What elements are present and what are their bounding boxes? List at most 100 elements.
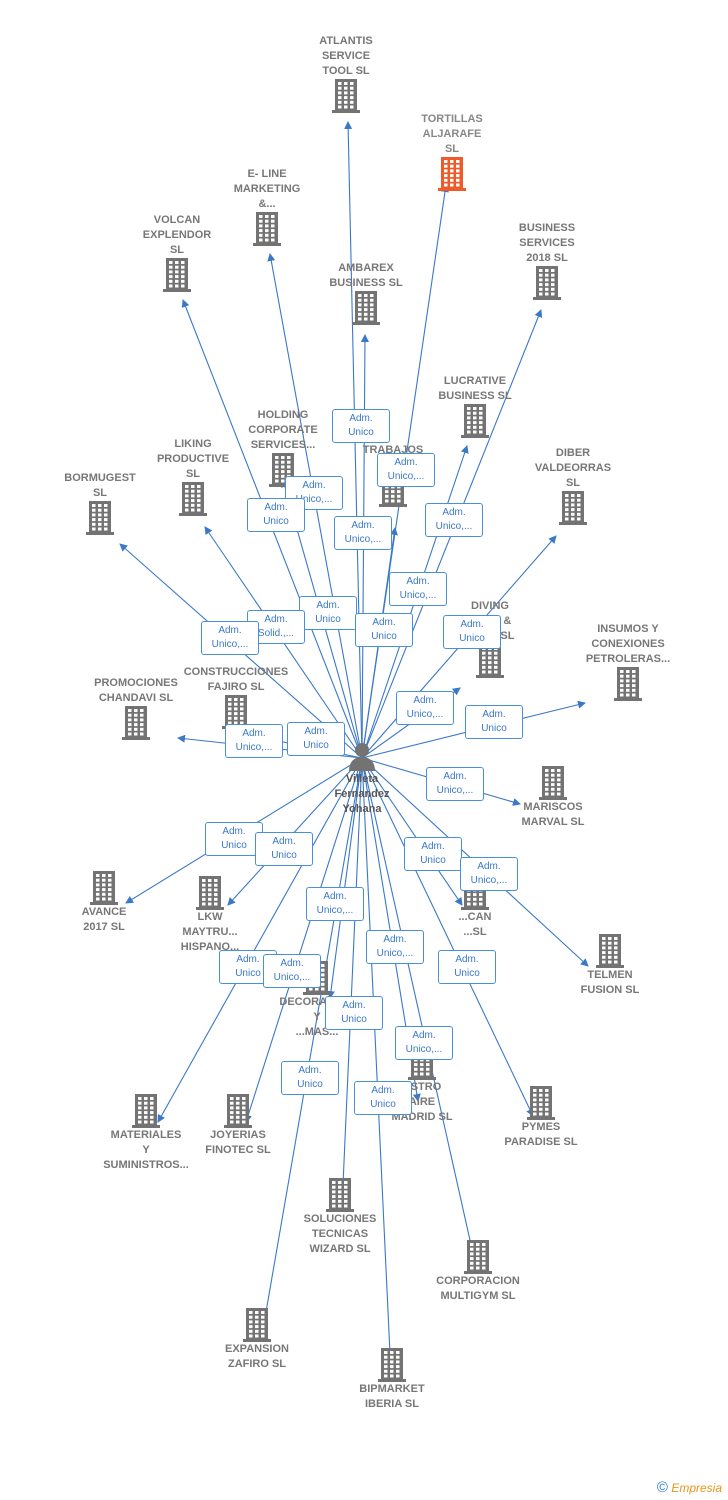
building-icon xyxy=(179,482,207,516)
edge-role-label-soluciones[interactable]: Adm. Unico xyxy=(325,996,383,1030)
edge-role-label-holding[interactable]: Adm. Unico xyxy=(299,596,357,630)
edge-role-label-pymes[interactable]: Adm. Unico xyxy=(438,950,496,984)
company-node-pymes[interactable]: PYMES PARADISE SL xyxy=(481,1086,601,1150)
building-icon xyxy=(378,1348,406,1382)
company-name: ASTRO AIRE MADRID SL xyxy=(391,1081,453,1123)
building-icon xyxy=(86,501,114,535)
company-node-telmen[interactable]: TELMEN FUSION SL xyxy=(550,934,670,998)
company-name: TELMEN FUSION SL xyxy=(580,969,640,996)
company-node-lkw[interactable]: LKW MAYTRU... HISPANO... xyxy=(150,876,270,955)
company-name: E- LINE MARKETING &... xyxy=(233,168,301,210)
edge-role-label-diving[interactable]: Adm. Unico,... xyxy=(396,691,454,725)
company-node-materiales[interactable]: MATERIALES Y SUMINISTROS... xyxy=(86,1094,206,1173)
company-node-business2018[interactable]: BUSINESS SERVICES 2018 SL xyxy=(487,221,607,300)
company-name: CONSTRUCCIONES FAJIRO SL xyxy=(183,666,289,693)
company-node-holding[interactable]: HOLDING CORPORATE SERVICES... xyxy=(223,408,343,487)
building-icon xyxy=(464,1240,492,1274)
center-person-name: Villeta Fernandez Yohana xyxy=(334,773,390,815)
building-icon xyxy=(132,1094,160,1128)
edge-role-label-bipmarket[interactable]: Adm. Unico xyxy=(354,1081,412,1115)
edge-corporacion xyxy=(361,757,479,1268)
company-node-expansion[interactable]: EXPANSION ZAFIRO SL xyxy=(197,1308,317,1372)
company-name: LIKING PRODUCTIVE SL xyxy=(156,438,230,480)
building-icon xyxy=(559,491,587,525)
building-icon xyxy=(476,644,504,678)
building-icon xyxy=(438,157,466,191)
company-node-soluciones[interactable]: SOLUCIONES TECNICAS WIZARD SL xyxy=(280,1178,400,1257)
copyright: © Empresia xyxy=(657,1479,722,1496)
edge-materiales xyxy=(157,757,363,1123)
company-node-bormugest[interactable]: BORMUGEST SL xyxy=(40,471,160,535)
company-node-eline[interactable]: E- LINE MARKETING &... xyxy=(207,167,327,246)
edge-role-label-bormugest[interactable]: Adm. Unico,... xyxy=(201,621,259,655)
edge-can xyxy=(361,757,463,906)
company-node-bipmarket[interactable]: BIPMARKET IBERIA SL xyxy=(332,1348,452,1412)
edge-role-label-mariscos[interactable]: Adm. Unico,... xyxy=(426,767,484,801)
company-name: DIBER VALDEORRAS SL xyxy=(534,447,612,489)
building-icon xyxy=(122,706,150,740)
edge-soluciones xyxy=(338,757,363,1208)
company-name: HOLDING CORPORATE SERVICES... xyxy=(248,409,318,451)
person-icon xyxy=(349,743,375,771)
company-name: PROMOCIONES CHANDAVI SL xyxy=(94,677,178,704)
company-name: AMBAREX BUSINESS SL xyxy=(329,262,403,289)
company-name: TORTILLAS ALJARAFE SL xyxy=(421,113,483,155)
building-icon xyxy=(243,1308,271,1342)
center-person-node[interactable]: Villeta Fernandez Yohana xyxy=(324,740,400,817)
company-name: JOYERIAS FINOTEC SL xyxy=(205,1129,271,1156)
company-name: MATERIALES Y SUMINISTROS... xyxy=(103,1129,189,1171)
company-node-corporacion[interactable]: CORPORACION MULTIGYM SL xyxy=(418,1240,538,1304)
edge-role-label-insumos[interactable]: Adm. Unico xyxy=(465,705,523,739)
building-icon xyxy=(352,291,380,325)
building-icon xyxy=(614,667,642,701)
edge-role-label-astro[interactable]: Adm. Unico,... xyxy=(366,930,424,964)
company-name: LKW MAYTRU... HISPANO... xyxy=(180,911,240,953)
brand-logo: Empresia xyxy=(671,1481,722,1495)
edge-role-label-tortillas[interactable]: Adm. Unico,... xyxy=(377,453,435,487)
edge-role-label-telmen[interactable]: Adm. Unico,... xyxy=(460,857,518,891)
edge-lkw xyxy=(227,757,363,906)
company-name: LUCRATIVE BUSINESS SL xyxy=(438,375,512,402)
edge-decoracion xyxy=(326,757,363,999)
edge-role-label-corporacion[interactable]: Adm. Unico,... xyxy=(395,1026,453,1060)
edge-role-label-business2018[interactable]: Adm. Unico,... xyxy=(425,503,483,537)
company-name: SOLUCIONES TECNICAS WIZARD SL xyxy=(303,1213,377,1255)
company-name: EXPANSION ZAFIRO SL xyxy=(225,1343,289,1370)
edge-role-label-volcan[interactable]: Adm. Unico xyxy=(247,498,305,532)
company-node-atlantis[interactable]: ATLANTIS SERVICE TOOL SL xyxy=(286,34,406,113)
building-icon xyxy=(533,266,561,300)
company-node-mariscos[interactable]: MARISCOS MARVAL SL xyxy=(493,766,613,830)
edge-role-label-decoracion[interactable]: Adm. Unico,... xyxy=(306,887,364,921)
company-name: BORMUGEST SL xyxy=(64,472,136,499)
company-node-volcan[interactable]: VOLCAN EXPLENDOR SL xyxy=(117,213,237,292)
edge-role-label-avance[interactable]: Adm. Unico xyxy=(205,822,263,856)
building-icon xyxy=(332,79,360,113)
edge-bipmarket xyxy=(361,757,395,1376)
edge-role-label-atlantis[interactable]: Adm. Unico xyxy=(332,409,390,443)
company-node-avance[interactable]: AVANCE 2017 SL xyxy=(44,871,164,935)
building-icon xyxy=(196,876,224,910)
company-node-ambarex[interactable]: AMBAREX BUSINESS SL xyxy=(306,261,426,325)
edge-role-label-lkw[interactable]: Adm. Unico xyxy=(255,832,313,866)
company-node-lucrative[interactable]: LUCRATIVE BUSINESS SL xyxy=(415,374,535,438)
company-node-insumos[interactable]: INSUMOS Y CONEXIONES PETROLERAS... xyxy=(568,622,688,701)
edge-role-label-trabajos[interactable]: Adm. Unico xyxy=(355,613,413,647)
building-icon xyxy=(527,1086,555,1120)
edge-role-label-joyerias[interactable]: Adm. Unico,... xyxy=(263,954,321,988)
edge-role-label-promociones[interactable]: Adm. Unico,... xyxy=(225,724,283,758)
edge-role-label-lucrative[interactable]: Adm. Unico,... xyxy=(389,572,447,606)
edge-role-label-construcciones[interactable]: Adm. Unico xyxy=(287,722,345,756)
company-node-tortillas[interactable]: TORTILLAS ALJARAFE SL xyxy=(392,112,512,191)
building-icon xyxy=(253,212,281,246)
edge-role-label-can[interactable]: Adm. Unico xyxy=(404,837,462,871)
copyright-symbol: © xyxy=(656,1479,668,1496)
edge-role-label-ambarex[interactable]: Adm. Unico,... xyxy=(334,516,392,550)
company-node-joyerias[interactable]: JOYERIAS FINOTEC SL xyxy=(178,1094,298,1158)
company-node-promociones[interactable]: PROMOCIONES CHANDAVI SL xyxy=(76,676,196,740)
edge-role-label-expansion[interactable]: Adm. Unico xyxy=(281,1061,339,1095)
company-name: ATLANTIS SERVICE TOOL SL xyxy=(319,35,373,77)
edge-role-label-diber[interactable]: Adm. Unico xyxy=(443,615,501,649)
company-node-construcciones[interactable]: CONSTRUCCIONES FAJIRO SL xyxy=(176,665,296,729)
company-node-diber[interactable]: DIBER VALDEORRAS SL xyxy=(513,446,633,525)
company-node-liking[interactable]: LIKING PRODUCTIVE SL xyxy=(133,437,253,516)
